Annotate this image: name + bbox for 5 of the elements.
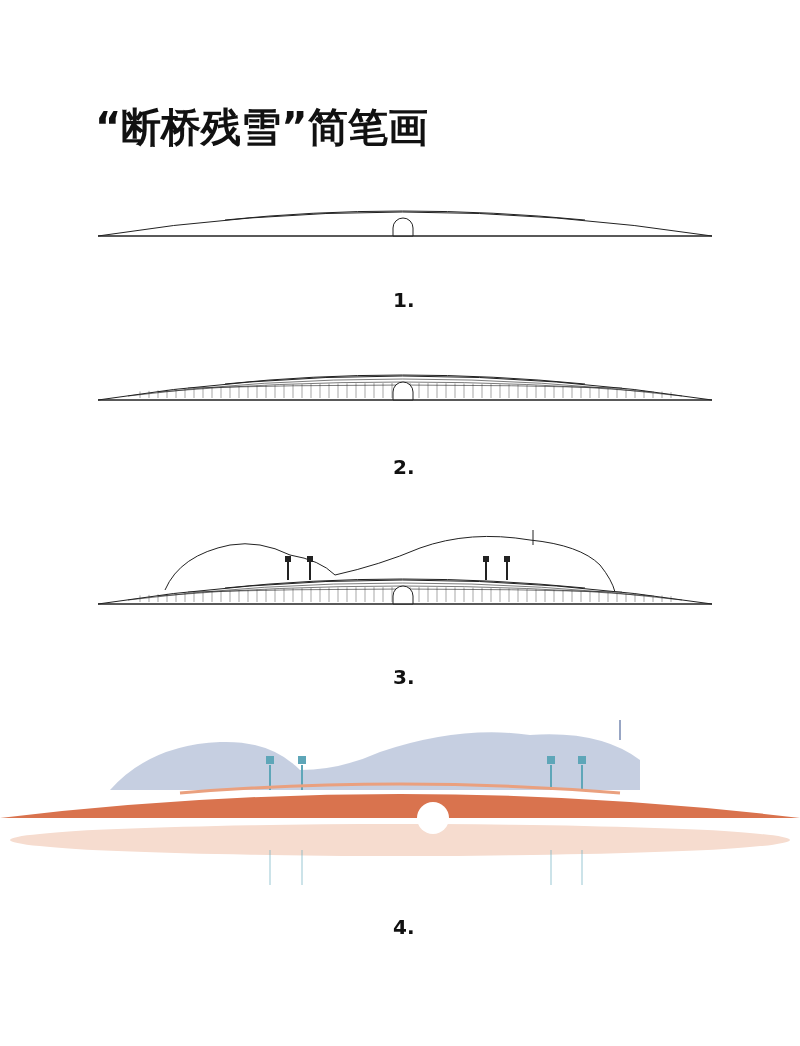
title: “断桥残雪”简笔画 (95, 103, 428, 152)
step-number: 3. (393, 665, 415, 689)
step-number: 2. (393, 455, 415, 479)
step-number: 1. (393, 288, 415, 312)
step-number: 4. (393, 915, 415, 939)
